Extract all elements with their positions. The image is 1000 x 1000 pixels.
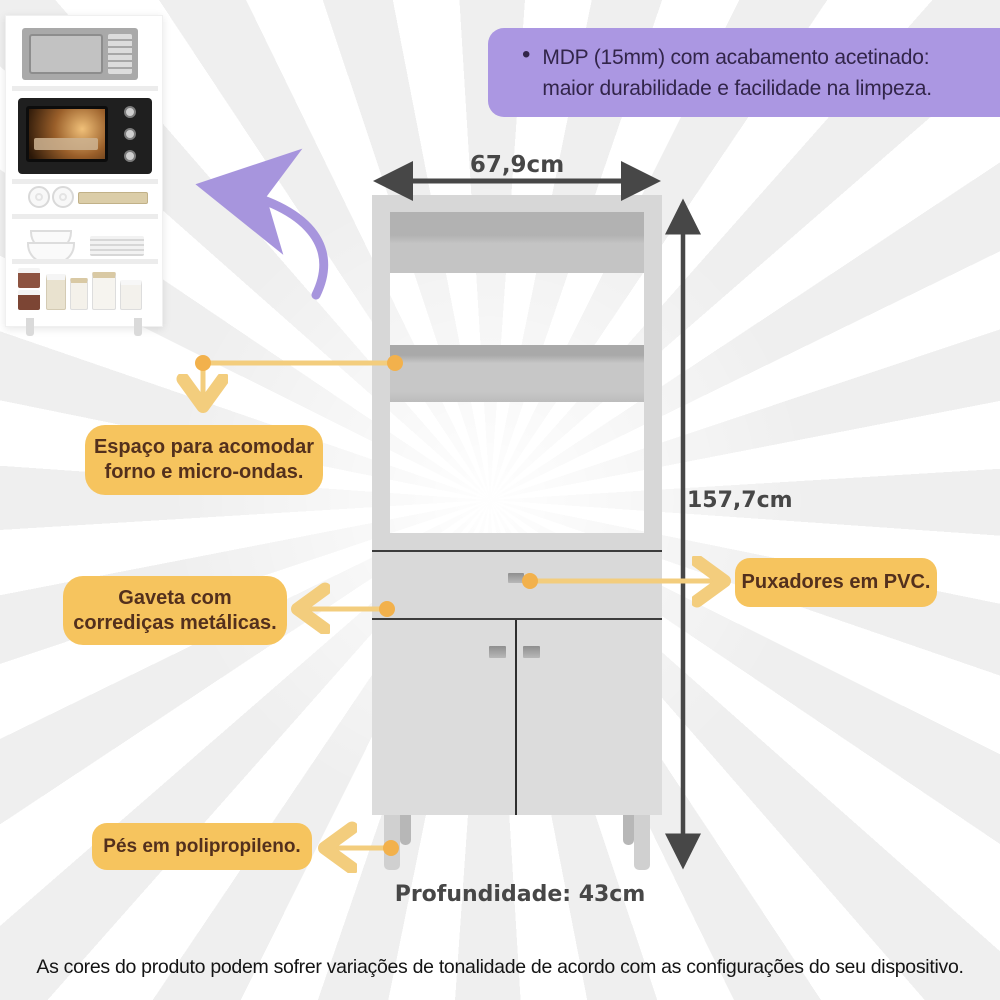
material-note: • MDP (15mm) com acabamento acetinado: m… xyxy=(488,28,1000,117)
right-door-handle xyxy=(523,646,540,658)
photo-cabinet-leg xyxy=(134,318,142,336)
cabinet-right-rail xyxy=(644,195,662,550)
oven-knob xyxy=(124,106,136,118)
callout-handles: Puxadores em PVC. xyxy=(735,558,937,607)
bullet-icon: • xyxy=(522,41,531,68)
cabinet-front-leg xyxy=(384,815,400,870)
drawer-top-line xyxy=(372,550,662,552)
cabinet-top-rail xyxy=(372,195,662,212)
cabinet-back-leg xyxy=(400,815,411,845)
callout-drawer-line2: corrediças metálicas. xyxy=(73,611,277,634)
photo-cabinet-leg xyxy=(26,318,34,336)
microwave-niche xyxy=(390,212,644,273)
callout-feet: Pés em polipropileno. xyxy=(92,823,312,870)
color-disclaimer: As cores do produto podem sofrer variaçõ… xyxy=(36,956,964,978)
width-dimension-label: 67,9cm xyxy=(469,152,565,178)
callout-feet-text: Pés em polipropileno. xyxy=(103,835,301,857)
oven-knob xyxy=(124,150,136,162)
drawer xyxy=(372,552,662,618)
oven-knob xyxy=(124,128,136,140)
oven-tray xyxy=(34,138,98,150)
photo-shelf xyxy=(12,86,158,91)
callout-oven-space-line1: Espaço para acomodar xyxy=(93,436,315,458)
pantry-jar xyxy=(92,272,116,310)
pantry-jar xyxy=(18,268,40,288)
callout-oven-space-line2: forno e micro-ondas. xyxy=(104,461,304,483)
photo-shelf xyxy=(12,179,158,184)
callout-handles-text: Puxadores em PVC. xyxy=(741,571,931,593)
microwave-door xyxy=(29,34,103,74)
drawer-bottom-line xyxy=(372,618,662,620)
callout-drawer-line1: Gaveta com xyxy=(118,586,232,609)
oven-window xyxy=(26,106,108,162)
photo-shelf xyxy=(12,259,158,264)
pantry-jar xyxy=(46,274,66,310)
cabinet-diagram xyxy=(372,195,662,870)
cabinet-back-leg xyxy=(623,815,634,845)
cabinet-left-rail xyxy=(372,195,390,550)
photo-shelf xyxy=(12,214,158,219)
material-note-line1: MDP (15mm) com acabamento acetinado: xyxy=(542,45,930,69)
cabinet-doors xyxy=(372,620,662,815)
middle-shelf xyxy=(390,345,644,402)
serving-tray xyxy=(78,192,148,204)
product-photo xyxy=(5,15,163,336)
cabinet-mid-rail xyxy=(372,533,662,550)
depth-dimension-label: Profundidade: 43cm xyxy=(394,882,646,907)
rolled-towel xyxy=(28,186,50,208)
cabinet-front-leg xyxy=(634,815,650,870)
callout-drawer: Gaveta com corrediças metálicas. xyxy=(63,576,287,645)
height-dimension-label: 157,7cm xyxy=(687,488,793,513)
callout-oven-space: Espaço para acomodar forno e micro-ondas… xyxy=(85,425,323,495)
microwave-image xyxy=(22,28,138,80)
pantry-jar xyxy=(120,280,142,310)
material-note-line2: maior durabilidade e facilidade na limpe… xyxy=(542,76,932,100)
plate-stack xyxy=(90,236,144,256)
oven-image xyxy=(18,98,152,174)
door-divider xyxy=(515,620,517,815)
rolled-towel xyxy=(52,186,74,208)
microwave-control-panel xyxy=(108,34,132,74)
left-door-handle xyxy=(489,646,506,658)
pantry-jar xyxy=(18,290,40,310)
pantry-jar xyxy=(70,278,88,310)
drawer-handle xyxy=(508,573,524,583)
